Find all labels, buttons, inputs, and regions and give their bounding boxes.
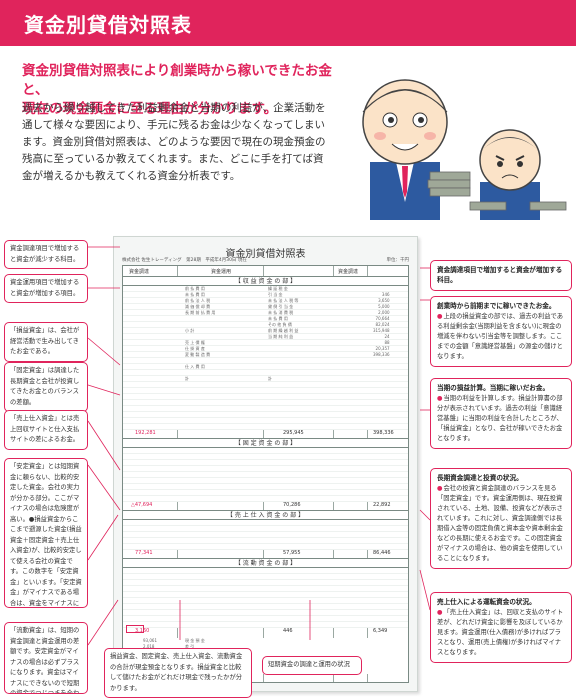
callout-right-3-body: 当期の利益を計算します。損益計算書の部分が表示されています。過去の利益「意識経営… xyxy=(437,395,563,442)
purchase-right-total: 86,446 xyxy=(373,550,391,556)
liquid-rows xyxy=(123,568,408,628)
money-stack-tall xyxy=(427,171,471,197)
col-right-label: 資金調達 xyxy=(338,269,359,275)
page-title: 資金別貸借対照表 xyxy=(24,13,192,37)
section-purchase: 【 売 上 仕 入 資 金 の 部 】 xyxy=(123,510,408,520)
callout-right-4: 長期資金調達と投資の状況。 会社の投資と資金調達のバランスを見る「固定資金」です… xyxy=(430,468,572,569)
col-mid-label: 資金運用 xyxy=(211,269,232,275)
characters-illustration xyxy=(362,79,567,220)
page-header: 資金別貸借対照表 xyxy=(0,0,576,46)
callout-right-4-body: 会社の投資と資金調達のバランスを見る「固定資金」です。資金運用側は、現在投資され… xyxy=(437,485,563,562)
col-left-label: 資金調達 xyxy=(129,269,150,275)
callout-left-6: 「安定資金」とは短期資金に頼らない、比較的安定した資金。会社の実力が分かる部分。… xyxy=(4,458,88,608)
callout-bottom-1: 損益資金、固定資金、売上仕入資金、流動資金の合計が現金預金となります。損益資金と… xyxy=(104,648,252,698)
profit-values: 346 3,650 5,000 2,000 70,664 82,024 315,… xyxy=(373,292,390,357)
callout-right-5: 売上仕入による運転資金の状況。 「売上仕入資金」は、回収と支払のサイト差が、どれ… xyxy=(430,592,572,663)
callout-right-1: 資金調達項目で増加すると資金が増加する科目。 xyxy=(430,260,572,291)
callout-right-2: 創業時から前期までに稼いできたお金。 上段の損益資金の部では、過去の利益である利… xyxy=(430,296,572,367)
liquid-mid-total: 446 xyxy=(283,628,293,634)
fixed-right-total: 22,892 xyxy=(373,502,391,508)
purchase-rows xyxy=(123,520,408,550)
fixed-rows xyxy=(123,448,408,502)
liquid-left-total: 3,160 xyxy=(135,628,150,634)
purchase-mid-total: 57,955 xyxy=(283,550,301,556)
callout-right-5-title: 売上仕入による運転資金の状況。 xyxy=(437,598,536,606)
callout-left-2: 資金運用項目で増加すると資金が増加する項目。 xyxy=(4,274,88,303)
liquid-total-highlight xyxy=(126,625,144,633)
profit-right-total: 398,336 xyxy=(373,430,394,436)
callout-right-3: 当期の損益計算。当期に稼いだお金。 当期の利益を計算します。損益計算書の部分が表… xyxy=(430,378,572,449)
callout-right-1-title: 資金調達項目で増加すると資金が増加する科目。 xyxy=(437,266,563,284)
balance-sheet-document: 資金別貸借対照表 株式会社 佐生トレーディング 第28期 平成年4月30日 現在… xyxy=(113,236,418,692)
sheet-title: 資金別貸借対照表 xyxy=(225,249,306,260)
callout-bottom-2: 短期資金の調達と運用の状況 xyxy=(262,656,362,675)
lead-line-2: 現在の現金預金に至る理由が分かります。 xyxy=(22,101,278,117)
callout-right-3-title: 当期の損益計算。当期に稼いだお金。 xyxy=(437,384,550,392)
section-profit: 【 収 益 資 金 の 部 】 xyxy=(123,276,408,286)
purchase-left-total: 77,341 xyxy=(135,550,153,556)
liquid-right-total: 6,349 xyxy=(373,628,388,634)
money-stack-short xyxy=(469,201,567,211)
company-line: 株式会社 佐生トレーディング 第28期 平成年4月30日 現在 xyxy=(122,258,247,263)
callout-left-1: 資金調達項目で増加すると資金が減少する科目。 xyxy=(4,240,88,269)
callout-right-2-body: 上段の損益資金の部では、過去の利益である利益剰余金(当期利益を含まない)に現金の… xyxy=(437,313,563,360)
unit-label: 単位：千円 xyxy=(386,258,410,263)
callout-left-5: 「売上仕入資金」とは売上回収サイトと仕入支払サイトの差によるお金。 xyxy=(4,410,88,450)
section-liquid: 【 流 動 資 金 の 部 】 xyxy=(123,558,408,568)
lead-line-1: 資金別貸借対照表により創業時から稼いできたお金と、 xyxy=(22,63,332,98)
section-fixed: 【 固 定 資 金 の 部 】 xyxy=(123,438,408,448)
callout-right-2-title: 創業時から前期までに稼いできたお金。 xyxy=(437,302,556,310)
callout-left-4: 「固定資金」は調達した長期資金と会社が投資してきたお金とのバランスの差額。 xyxy=(4,362,88,412)
short-man-figure xyxy=(479,129,541,220)
profit-left-total: 192,281 xyxy=(135,430,156,436)
callout-left-3: 「損益資金」は、会社が経営活動で生み出してきたお金である。 xyxy=(4,322,88,362)
profit-mid-total: 295,945 xyxy=(283,430,304,436)
fixed-left-total: △47,694 xyxy=(131,502,153,508)
sheet-meta: 株式会社 佐生トレーディング 第28期 平成年4月30日 現在 単位：千円 xyxy=(122,257,409,263)
callout-left-7: 「流動資金」は、短期の資金調達と資金運用の差額です。安定資金がマイナスの場合は必… xyxy=(4,622,88,694)
profit-rows: 前 払 費 用 未 払 費 用 前 払 法 人 税 減 価 償 却 費 長 期 … xyxy=(123,286,408,430)
fixed-mid-total: 70,286 xyxy=(283,502,301,508)
callout-right-4-title: 長期資金調達と投資の状況。 xyxy=(437,474,523,482)
profit-right-items: 繰 延 税 金 引 当 金 未 払 法 人 税 等 貸 倒 引 当 金 未 払 … xyxy=(268,286,299,381)
sheet-grid: 資金調達 資金運用 資金調達 【 収 益 資 金 の 部 】 前 払 費 用 未… xyxy=(122,265,409,683)
callout-right-5-body: 「売上仕入資金」は、回収と支払のサイト差が、どれだけ資金に影響を及ぼしているか見… xyxy=(437,609,563,656)
lead-text: 資金別貸借対照表により創業時から稼いできたお金と、 現在の現金預金に至る理由が分… xyxy=(22,62,352,119)
tall-man-figure xyxy=(362,79,448,220)
intro-paragraph: 過去から繰り越してきた利益剰余金と当期の利益が、企業活動を通して様々な要因により… xyxy=(22,102,326,182)
profit-left-items: 前 払 費 用 未 払 費 用 前 払 法 人 税 減 価 償 却 費 長 期 … xyxy=(185,286,216,381)
